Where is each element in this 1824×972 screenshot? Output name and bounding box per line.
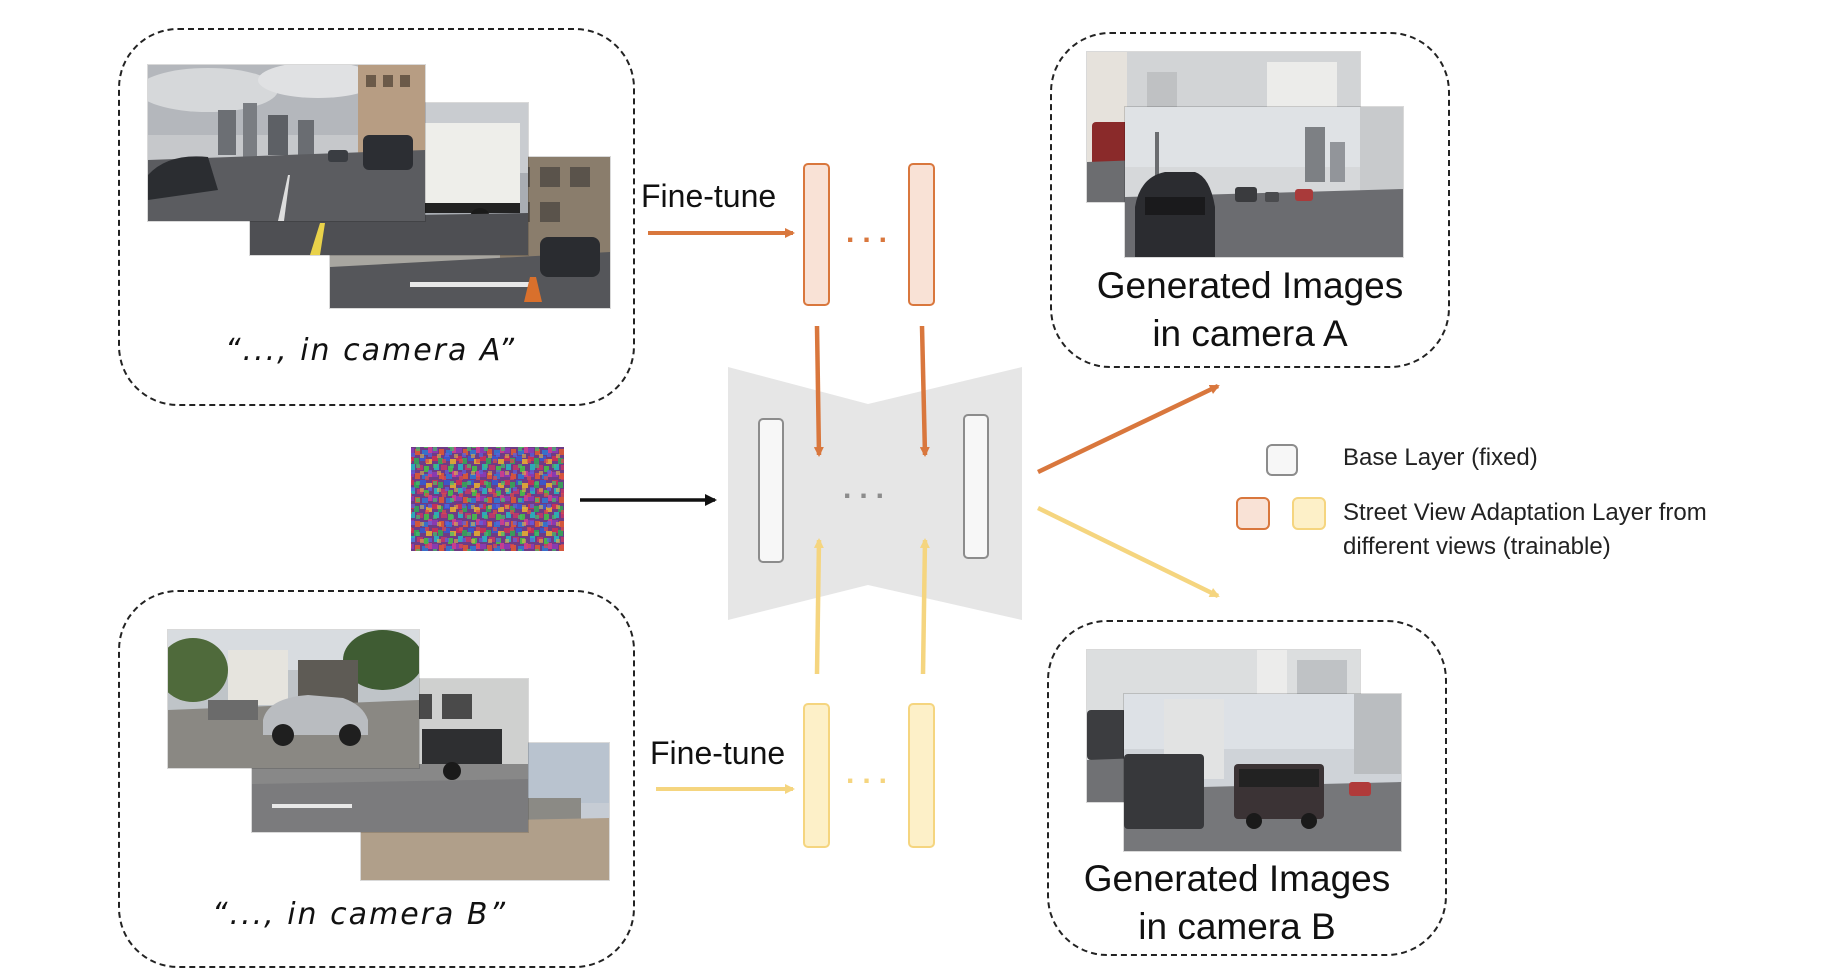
camera-a-output-group <box>1050 32 1450 368</box>
inject-arrow-a2 <box>919 325 930 457</box>
noise-image <box>411 447 564 551</box>
camera-b-output-line2: in camera B <box>1138 906 1336 947</box>
output-arrow-a <box>1037 383 1220 475</box>
legend-adaptation-line1: Street View Adaptation Layer from <box>1343 499 1707 526</box>
legend-base-layer-label: Base Layer (fixed) <box>1343 444 1538 471</box>
legend-adaptation-swatch-yellow <box>1292 497 1326 530</box>
generated-photo-a-front <box>1125 107 1403 257</box>
legend-base-layer-swatch <box>1266 444 1298 476</box>
finetune-label-b: Fine-tune <box>650 735 786 771</box>
legend-adaptation-swatch-orange <box>1236 497 1270 530</box>
camera-a-input-group <box>118 28 635 406</box>
output-arrow-b <box>1037 505 1220 599</box>
camera-b-output-label: Generated Images in camera B <box>1052 855 1422 951</box>
camera-a-output-line2: in camera A <box>1152 313 1348 354</box>
street-photo-a1 <box>148 65 425 221</box>
adaptation-layer-a-last <box>908 163 935 306</box>
unet-body <box>728 367 1022 620</box>
camera-b-output-line1: Generated Images <box>1083 858 1391 899</box>
camera-a-output-label: Generated Images in camera A <box>1065 262 1435 358</box>
adaptation-layers-b-ellipsis: ... <box>846 757 896 790</box>
camera-b-output-group <box>1047 620 1447 956</box>
inject-arrow-b1 <box>813 538 824 675</box>
adaptation-layer-b-first <box>803 703 830 848</box>
generated-photo-b-front <box>1124 694 1401 851</box>
adaptation-layer-b-last <box>908 703 935 848</box>
finetune-label-a: Fine-tune <box>641 178 777 214</box>
base-layer-last <box>963 414 989 559</box>
camera-a-prompt: “..., in camera A” <box>225 333 516 368</box>
inject-arrow-a1 <box>813 325 824 457</box>
inject-arrow-b2 <box>919 538 930 675</box>
adaptation-layers-a-ellipsis: ... <box>846 216 896 249</box>
camera-b-prompt: “..., in camera B” <box>212 897 508 932</box>
adaptation-layer-a-first <box>803 163 830 306</box>
base-layer-first <box>758 418 784 563</box>
base-layers-ellipsis: ... <box>843 472 893 505</box>
legend-adaptation-line2: different views (trainable) <box>1343 533 1611 560</box>
legend-adaptation-label: Street View Adaptation Layer from differ… <box>1343 496 1707 564</box>
camera-a-output-line1: Generated Images <box>1096 265 1404 306</box>
camera-b-input-group <box>118 590 635 968</box>
street-photo-b1 <box>168 630 419 768</box>
